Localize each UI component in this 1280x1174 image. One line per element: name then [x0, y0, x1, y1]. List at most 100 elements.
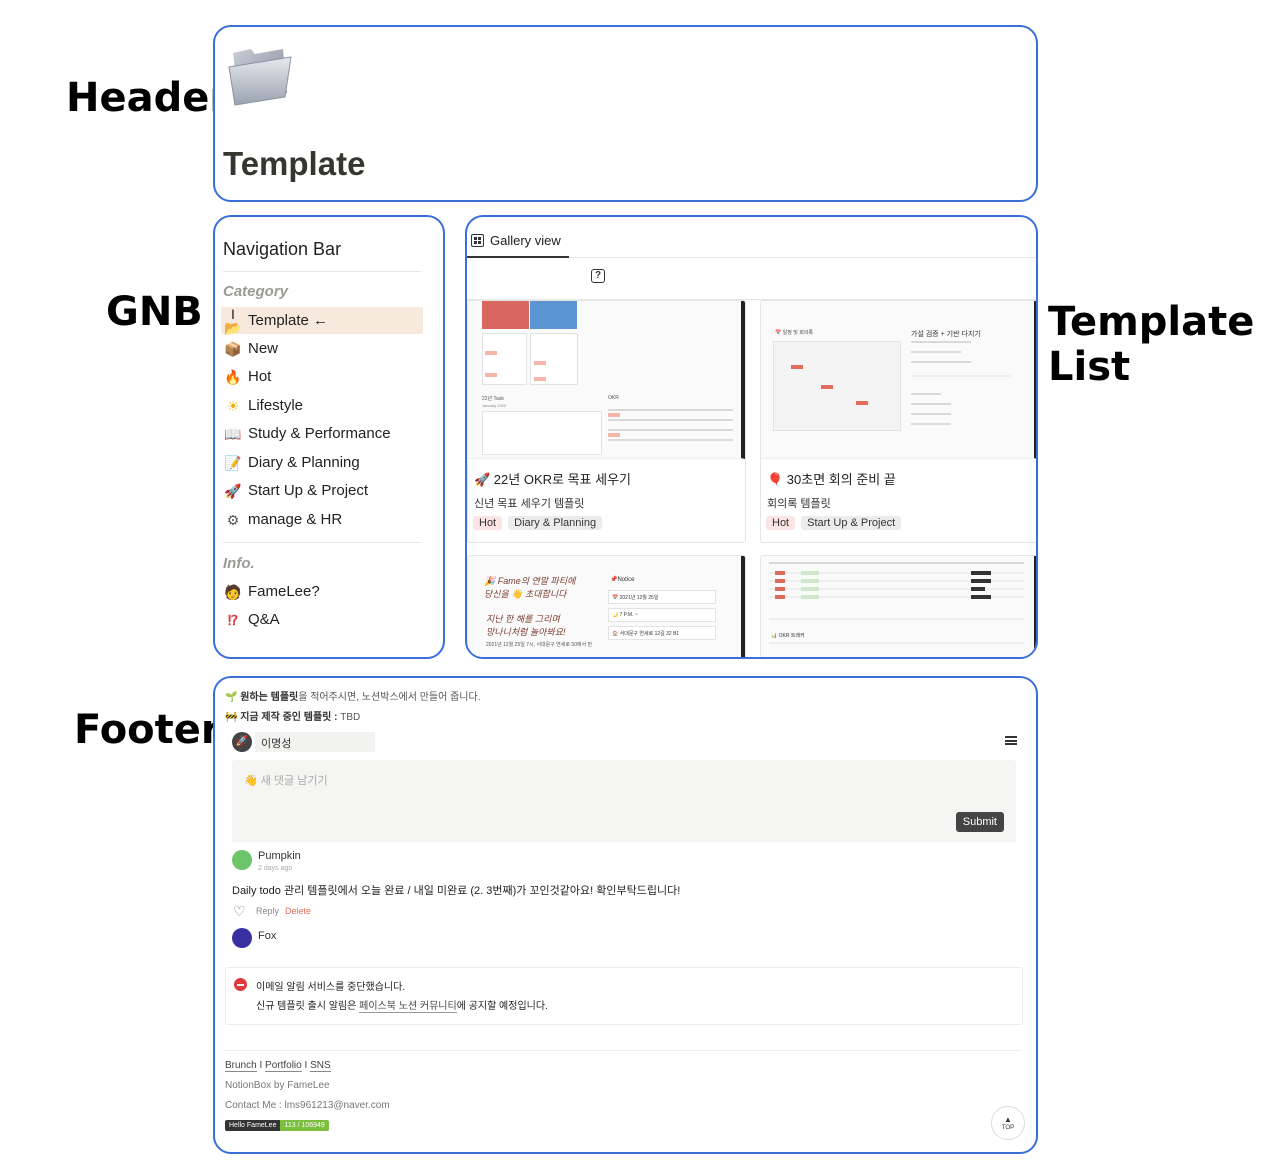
byline: NotionBox by FameLee: [225, 1080, 330, 1091]
nav-item-label: FameLee?: [248, 583, 320, 600]
scroll-top-button[interactable]: ▲ TOP: [991, 1106, 1025, 1140]
heart-icon[interactable]: ♡: [233, 903, 246, 919]
thumb-card: [482, 333, 527, 385]
nav-item-study-performance[interactable]: 📖 Study & Performance: [221, 420, 423, 447]
nav-item-diary-planning[interactable]: 📝 Diary & Planning: [221, 449, 423, 476]
thumb-left-heading: 📅 일정 및 회의록: [775, 330, 813, 336]
person-icon: 🧑: [224, 583, 242, 600]
nav-item-label: Start Up & Project: [248, 482, 369, 499]
tab-gallery-view[interactable]: Gallery view: [471, 233, 561, 248]
contact: Contact Me : lms961213@naver.com: [225, 1100, 390, 1111]
template-list-panel: Gallery view ? 22년 Task January 2022 OKR…: [465, 215, 1038, 659]
card-tags: Hot Start Up & Project: [766, 516, 902, 530]
footer-panel: 🌱 원하는 템플릿을 적어주시면, 노션박스에서 만들어 줍니다. 🚧 지금 제…: [213, 676, 1038, 1154]
help-icon[interactable]: ?: [591, 269, 605, 283]
footer-links: Brunch I Portfolio I SNS: [225, 1060, 331, 1072]
rocket-icon: 🚀: [224, 482, 242, 499]
nav-item-startup-project[interactable]: 🚀 Start Up & Project: [221, 477, 423, 504]
comment-input[interactable]: 👋 새 댓글 남기기 Submit: [232, 760, 1016, 842]
gallery-top-rule: [467, 299, 1036, 300]
card-thumbnail: 📅 일정 및 회의록 가설 검증 + 기반 다지기: [761, 301, 1036, 459]
nav-item-new[interactable]: 📦 New: [221, 335, 423, 362]
nav-item-hot[interactable]: 🔥 Hot: [221, 363, 423, 390]
thumb-okr-tracker: 📊 OKR 트래커: [771, 633, 805, 639]
fire-icon: 🔥: [224, 368, 242, 385]
notice-suffix: 에 공지할 예정입니다.: [456, 1001, 548, 1012]
nav-item-qna[interactable]: ⁉ Q&A: [221, 606, 423, 633]
card-thumbnail: 22년 Task January 2022 OKR: [468, 301, 745, 459]
section-label-gnb: GNB: [106, 289, 203, 335]
sun-icon: ☀: [226, 397, 240, 414]
section-label-template-list: Template List: [1048, 300, 1254, 390]
nav-item-label: Hot: [248, 368, 272, 385]
nav-item-label: Lifestyle: [248, 397, 304, 414]
footer-divider: [225, 1050, 1022, 1051]
comment-text: Daily todo 관리 템플릿에서 오늘 완료 / 내일 미완료 (2. 3…: [232, 885, 681, 897]
thumb-place: 🏠 서대문구 연세로 12길 32 B1: [608, 626, 716, 640]
thumb-line: 당신을 👋 초대합니다: [484, 589, 567, 599]
avatar: [232, 928, 252, 948]
request-line-bold: 원하는 템플릿: [240, 692, 299, 703]
no-entry-icon: [234, 978, 247, 991]
nav-item-lifestyle[interactable]: ☀ Lifestyle: [221, 392, 423, 419]
avatar: [232, 850, 252, 870]
thumb-calendar: [773, 341, 901, 431]
brunch-link[interactable]: Brunch: [225, 1060, 257, 1072]
nav-item-label: Diary & Planning: [248, 454, 360, 471]
page-title: Template: [223, 145, 366, 182]
notice-box: 이메일 알림 서비스를 중단했습니다. 신규 템플릿 출시 알림은 페이스북 노…: [225, 967, 1023, 1025]
request-line: 🌱 원하는 템플릿을 적어주시면, 노션박스에서 만들어 줍니다.: [225, 688, 481, 703]
nav-item-label: Q&A: [248, 611, 280, 628]
nav-item-label: Template ←: [248, 312, 329, 329]
plant-icon: 🌱: [225, 692, 238, 703]
submit-button[interactable]: Submit: [955, 812, 1004, 832]
nav-item-manage-hr[interactable]: ⚙ manage & HR: [221, 506, 423, 533]
folder-icon: [228, 49, 292, 106]
template-card-okr[interactable]: 22년 Task January 2022 OKR 🚀 22년 OKR로 목표 …: [467, 300, 746, 543]
thumb-notice: 📌Notice: [610, 577, 635, 583]
reply-link[interactable]: Reply: [256, 906, 280, 916]
thumb-line: 2021년 12월 25일 7시, 서대문구 연세로 50에서 만: [486, 642, 593, 648]
avatar: 🚀: [232, 732, 252, 752]
package-icon: 📦: [224, 340, 242, 357]
notice-line-1: 이메일 알림 서비스를 중단했습니다.: [256, 982, 406, 993]
nav-item-template[interactable]: I📂 Template ←: [221, 307, 423, 335]
thumb-date: 📅 2021년 12월 25일: [608, 590, 716, 604]
tab-rule: [467, 257, 1036, 258]
tag-category: Diary & Planning: [508, 516, 603, 530]
user-name-field[interactable]: 이명성: [255, 732, 375, 752]
thumb-line: 지난 한 해를 그리며: [486, 614, 560, 624]
template-card-okr-tracker[interactable]: 📊 OKR 트래커: [760, 555, 1036, 657]
portfolio-link[interactable]: Portfolio: [265, 1060, 302, 1072]
wip-line-rest: TBD: [340, 712, 361, 723]
template-card-party[interactable]: 🎉 Fame의 연말 파티에 당신을 👋 초대합니다 지난 한 해를 그리며 망…: [467, 555, 746, 657]
request-line-rest: 을 적어주시면, 노션박스에서 만들어 줍니다.: [298, 692, 481, 703]
menu-icon[interactable]: [1005, 736, 1017, 745]
thumb-time: 🌙 7 P.M. ~: [608, 608, 716, 622]
delete-link[interactable]: Delete: [285, 906, 312, 916]
section-label-footer: Footer: [74, 707, 221, 753]
thumb-line: 🎉 Fame의 연말 파티에: [484, 576, 576, 586]
nav-item-famelee[interactable]: 🧑 FameLee?: [221, 578, 423, 605]
card-subtitle: 신년 목표 세우기 템플릿: [474, 498, 585, 510]
gear-icon: ⚙: [226, 511, 240, 528]
thumb-block-blue: [530, 301, 577, 329]
card-thumbnail: 🎉 Fame의 연말 파티에 당신을 👋 초대합니다 지난 한 해를 그리며 망…: [468, 556, 745, 657]
book-icon: 📖: [224, 425, 242, 442]
nav-category-label: Category: [223, 283, 289, 300]
wip-line: 🚧 지금 제작 중인 템플릿 : TBD: [225, 708, 360, 723]
nav-item-label: manage & HR: [248, 511, 343, 528]
section-label-template-list-line2: List: [1048, 343, 1131, 390]
template-card-meeting[interactable]: 📅 일정 및 회의록 가설 검증 + 기반 다지기 🎈 30초면 회의 준비 끝…: [760, 300, 1036, 543]
facebook-community-link[interactable]: 페이스북 노션 커뮤니티: [359, 1001, 457, 1013]
exclamation-question-icon: ⁉: [227, 611, 239, 628]
card-tags: Hot Diary & Planning: [473, 516, 603, 530]
thumb-right-heading: 가설 검증 + 기반 다지기: [911, 331, 981, 338]
thumb-line: 망나니처럼 놀아봐요!: [486, 627, 566, 637]
badge-left: Hello FameLee: [225, 1120, 281, 1131]
comment-time: 2 days ago: [258, 865, 293, 872]
badge-right: 113 / 106949: [280, 1120, 329, 1131]
sns-link[interactable]: SNS: [310, 1060, 331, 1072]
section-label-template-list-line1: Template: [1048, 299, 1255, 345]
thumb-card: [530, 333, 578, 385]
